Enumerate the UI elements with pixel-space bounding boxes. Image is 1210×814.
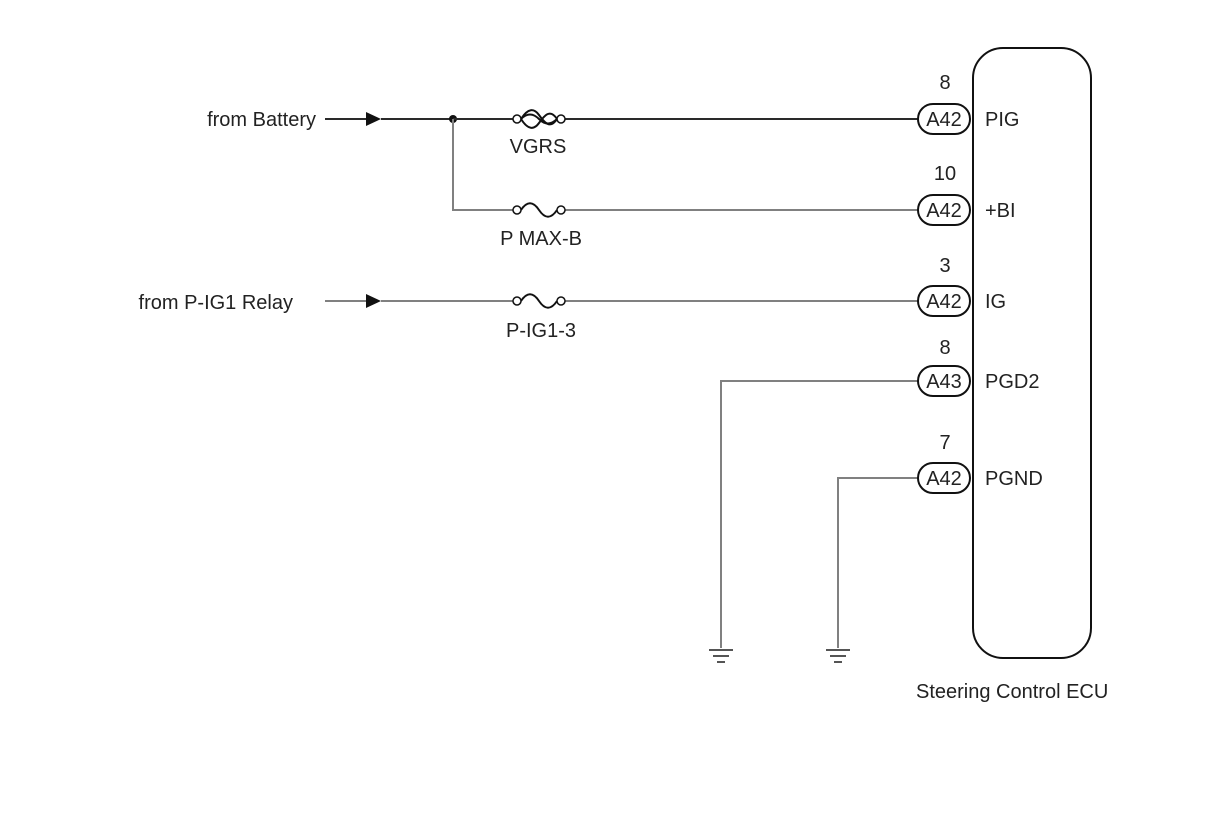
source-label-battery: from Battery (207, 109, 316, 131)
ecu-label: Steering Control ECU (916, 681, 1108, 703)
connector-bi: A42 (917, 194, 971, 226)
source-label-pig1-relay: from P-IG1 Relay (139, 292, 293, 314)
pin-number-ig: 3 (939, 255, 950, 277)
connector-id: A42 (926, 468, 962, 490)
connector-pgnd: A42 (917, 462, 971, 494)
connector-id: A42 (926, 200, 962, 222)
fuse-icon-vgrs (512, 109, 566, 129)
connector-pig: A42 (917, 103, 971, 135)
pin-number-bi: 10 (934, 163, 956, 185)
fuse-icon-pmaxb (512, 202, 566, 218)
pin-number-pig: 8 (939, 72, 950, 94)
ground-icon-pgnd (826, 649, 850, 663)
connector-id: A42 (926, 109, 962, 131)
signal-label-ig: IG (985, 291, 1006, 313)
wire-pgd2-to-ground (720, 380, 918, 648)
wire-pgnd-to-ground (837, 477, 918, 648)
pin-number-pgd2: 8 (939, 337, 950, 359)
ecu-body (972, 47, 1092, 659)
signal-label-pig: PIG (985, 109, 1019, 131)
wire-junction-to-pmaxb (452, 119, 513, 211)
fuse-label-pig13: P-IG1-3 (506, 320, 576, 342)
connector-pgd2: A43 (917, 365, 971, 397)
fuse-label-pmaxb: P MAX-B (500, 228, 582, 250)
connector-id: A43 (926, 371, 962, 393)
connector-id: A42 (926, 291, 962, 313)
pin-number-pgnd: 7 (939, 432, 950, 454)
arrow-icon-pig1-relay (366, 294, 381, 308)
fuse-label-vgrs: VGRS (510, 136, 567, 158)
fuse-icon-pig13 (512, 293, 566, 309)
signal-label-bi: +BI (985, 200, 1016, 222)
signal-label-pgnd: PGND (985, 468, 1043, 490)
signal-label-pgd2: PGD2 (985, 371, 1039, 393)
connector-ig: A42 (917, 285, 971, 317)
ground-icon-pgd2 (709, 649, 733, 663)
arrow-icon-battery (366, 112, 381, 126)
